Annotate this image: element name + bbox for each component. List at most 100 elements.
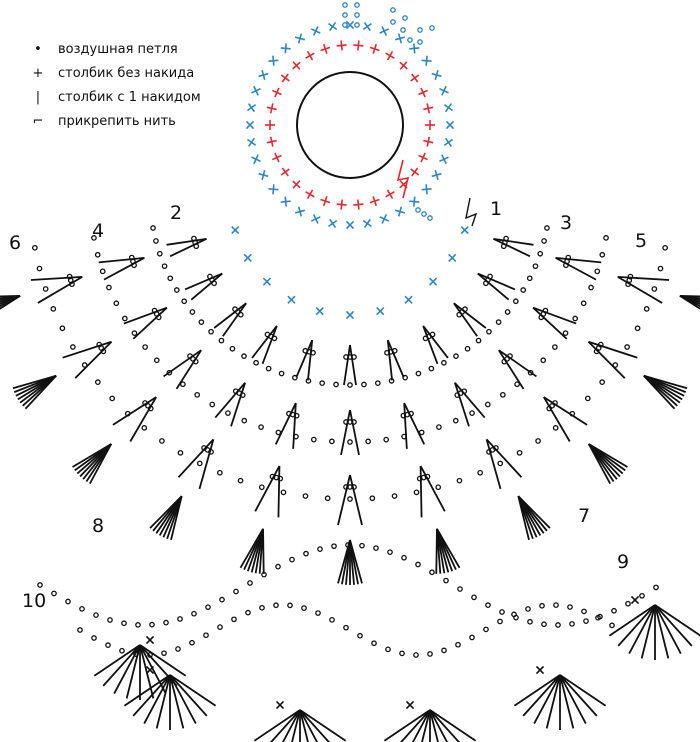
chain-stitch bbox=[207, 273, 213, 280]
chain-stitch bbox=[107, 617, 113, 623]
single-crochet-red bbox=[320, 196, 331, 207]
double-crochet bbox=[429, 709, 439, 742]
chain-stitch bbox=[147, 652, 153, 658]
double-crochet bbox=[640, 604, 656, 659]
single-crochet-red bbox=[353, 40, 364, 51]
chain-stitch bbox=[208, 328, 214, 335]
double-crochet bbox=[261, 325, 278, 365]
chain-stitch bbox=[401, 554, 407, 561]
double-crochet bbox=[498, 349, 537, 378]
single-crochet-blue bbox=[409, 43, 420, 54]
row-number-8: 8 bbox=[92, 515, 105, 537]
chain-stitch-blue bbox=[427, 215, 433, 221]
chain-stitch bbox=[302, 493, 309, 499]
single-crochet bbox=[145, 635, 155, 645]
chain-stitch bbox=[540, 357, 547, 364]
row-number-6: 6 bbox=[9, 232, 22, 254]
double-crochet bbox=[588, 340, 638, 359]
chain-stitch bbox=[539, 602, 545, 609]
chain-stitch-blue bbox=[415, 207, 421, 213]
chain-stitch bbox=[319, 380, 326, 387]
chain-stitch bbox=[503, 235, 509, 242]
double-crochet bbox=[617, 276, 663, 304]
single-crochet-blue bbox=[280, 196, 291, 207]
chain-stitch bbox=[161, 650, 167, 657]
chain-stitch bbox=[151, 307, 158, 314]
double-crochet bbox=[411, 709, 431, 742]
single-crochet-red bbox=[266, 136, 277, 147]
single-crochet-blue bbox=[448, 253, 457, 262]
chain-stitch bbox=[537, 250, 544, 257]
chain-stitch bbox=[235, 309, 241, 315]
chain-stitch-blue bbox=[342, 12, 348, 18]
chain-stitch bbox=[245, 609, 251, 616]
double-crochet bbox=[269, 709, 301, 742]
chain-stitch bbox=[361, 381, 367, 388]
row-number-2: 2 bbox=[170, 202, 183, 224]
chain-stitch bbox=[538, 314, 545, 321]
chain-stitch bbox=[391, 493, 398, 499]
chain-stitch bbox=[329, 438, 335, 445]
double-crochet bbox=[513, 674, 561, 707]
double-crochet bbox=[421, 709, 431, 742]
chain-stitch bbox=[261, 571, 267, 578]
double-crochet bbox=[292, 403, 297, 449]
chain-stitch bbox=[81, 362, 88, 368]
single-crochet-blue bbox=[310, 214, 321, 224]
double-crochet bbox=[155, 674, 171, 729]
double-crochet bbox=[453, 302, 478, 337]
double-crochet bbox=[299, 709, 347, 742]
chain-stitch bbox=[180, 381, 186, 388]
chain-stitch bbox=[113, 300, 120, 307]
chain-stitch bbox=[497, 460, 504, 467]
chain-stitch bbox=[241, 417, 248, 424]
chain-stitch bbox=[293, 412, 300, 419]
double-crochet bbox=[429, 709, 449, 742]
chain-stitch bbox=[544, 225, 550, 231]
double-crochet bbox=[493, 238, 531, 258]
double-crochet bbox=[30, 275, 83, 281]
chain-stitch bbox=[485, 602, 491, 608]
chain-stitch bbox=[565, 254, 572, 261]
double-crochet bbox=[190, 272, 223, 301]
single-crochet-blue bbox=[231, 225, 240, 235]
chain-stitch bbox=[278, 370, 285, 377]
chain-stitch bbox=[121, 620, 127, 627]
chain-stitch bbox=[310, 349, 316, 356]
chain-stitch bbox=[583, 618, 589, 624]
double-crochet bbox=[102, 644, 141, 687]
chain-stitch bbox=[487, 273, 493, 280]
single-crochet-blue bbox=[445, 120, 455, 130]
chain-stitch bbox=[119, 647, 125, 654]
chain-stitch bbox=[516, 449, 523, 456]
chain-stitch bbox=[500, 243, 507, 250]
chain-stitch bbox=[106, 284, 112, 291]
chain-stitch bbox=[643, 306, 650, 312]
double-crochet bbox=[429, 709, 461, 742]
chain-stitch bbox=[264, 331, 271, 338]
double-crochet bbox=[93, 644, 141, 677]
chain-stitch bbox=[634, 325, 641, 332]
chain-stitch bbox=[569, 621, 575, 627]
chain-stitch bbox=[175, 646, 181, 652]
chain-stitch bbox=[196, 460, 203, 467]
chain-stitch bbox=[99, 268, 106, 275]
single-crochet-blue bbox=[421, 184, 432, 195]
double-crochet bbox=[654, 604, 682, 654]
chain-stitch-blue bbox=[354, 22, 360, 28]
single-crochet-red bbox=[410, 167, 420, 177]
chain-stitch bbox=[70, 344, 76, 350]
chain-stitch bbox=[190, 355, 196, 362]
chain-stitch bbox=[189, 639, 195, 646]
double-crochet bbox=[419, 465, 423, 518]
single-crochet-blue bbox=[294, 33, 306, 44]
chain-stitch bbox=[79, 605, 85, 612]
chain-stitch bbox=[259, 604, 265, 611]
double-crochet bbox=[98, 256, 145, 264]
chain-stitch bbox=[435, 484, 442, 491]
double-crochet bbox=[163, 349, 202, 378]
single-crochet-red bbox=[410, 73, 420, 83]
chain-stitch bbox=[416, 475, 423, 482]
double-crochet bbox=[422, 325, 449, 359]
single-crochet-blue bbox=[251, 154, 261, 165]
